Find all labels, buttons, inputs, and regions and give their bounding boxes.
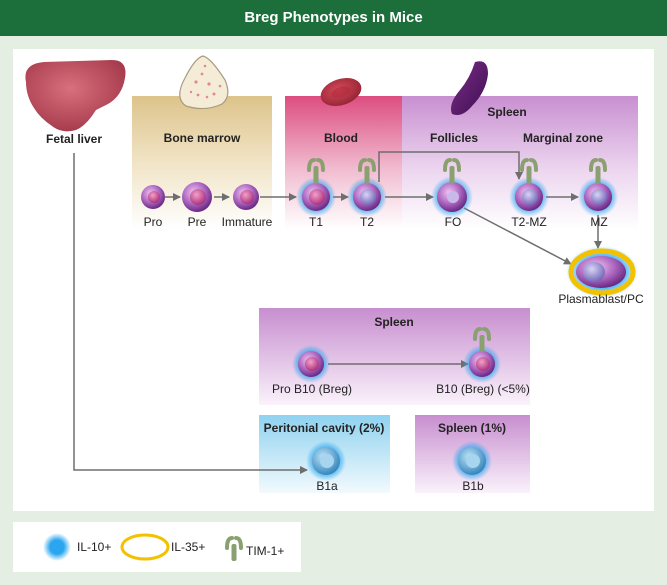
liver-icon xyxy=(25,60,126,132)
t2-mz-tim1-icon xyxy=(520,158,538,184)
pro-b10-label: Pro B10 (Breg) xyxy=(272,382,352,396)
b10-cell xyxy=(463,345,501,383)
t2-cell xyxy=(347,177,387,217)
il35-icon xyxy=(120,533,170,561)
b1b-cell xyxy=(452,441,492,481)
tim1-legend-label: TIM-1+ xyxy=(246,544,284,558)
plasmablast-label: Plasmablast/PC xyxy=(558,292,644,306)
t1-cell xyxy=(296,177,336,217)
il10-legend-label: IL-10+ xyxy=(77,540,111,554)
b1a-label: B1a xyxy=(316,479,338,493)
legend: IL-10+ IL-35+ TIM-1+ xyxy=(13,522,301,572)
mz-cell xyxy=(578,177,618,217)
immature-label: Immature xyxy=(222,215,273,229)
blood-label: Blood xyxy=(324,131,358,145)
spleen-b1b-label: Spleen (1%) xyxy=(438,421,506,435)
marginal-zone-label: Marginal zone xyxy=(523,131,603,145)
breg-diagram: Fetal liver Bone marrow Blood Spleen Fol… xyxy=(25,55,644,493)
b1b-label: B1b xyxy=(462,479,484,493)
bone-marrow-icon xyxy=(179,55,229,110)
pro-cell xyxy=(141,185,165,209)
t2-label: T2 xyxy=(360,215,374,229)
pre-cell xyxy=(182,182,212,212)
fo-tim1-icon xyxy=(443,158,461,184)
pre-label: Pre xyxy=(188,215,207,229)
pro-b10-cell xyxy=(292,345,330,383)
follicles-label: Follicles xyxy=(430,131,478,145)
spleen-breg-label: Spleen xyxy=(374,315,413,329)
b10-label: B10 (Breg) (<5%) xyxy=(436,382,530,396)
il10-icon xyxy=(43,533,71,561)
peritoneal-label: Peritonial cavity (2%) xyxy=(264,421,385,435)
tim1-icon xyxy=(225,536,243,561)
spleen-organ-icon xyxy=(451,61,488,115)
fetal-liver-label: Fetal liver xyxy=(46,132,102,146)
diagram-panel: Fetal liver Bone marrow Blood Spleen Fol… xyxy=(13,49,654,511)
t1-label: T1 xyxy=(309,215,323,229)
t1-tim1-icon xyxy=(307,158,325,184)
b1a-cell xyxy=(306,441,346,481)
fo-cell xyxy=(431,176,473,218)
spleen-label: Spleen xyxy=(487,105,526,119)
plasmablast-cell xyxy=(566,246,638,298)
t2-mz-cell xyxy=(509,177,549,217)
fo-label: FO xyxy=(445,215,462,229)
b10-tim1-icon xyxy=(473,327,491,352)
pro-label: Pro xyxy=(144,215,163,229)
t2-tim1-icon xyxy=(358,158,376,184)
il35-legend-label: IL-35+ xyxy=(171,540,205,554)
immature-cell xyxy=(233,184,259,210)
mz-label: MZ xyxy=(590,215,607,229)
mz-tim1-icon xyxy=(589,158,607,184)
bone-marrow-label: Bone marrow xyxy=(164,131,241,145)
page-title: Breg Phenotypes in Mice xyxy=(0,0,667,36)
t2-mz-label: T2-MZ xyxy=(511,215,546,229)
